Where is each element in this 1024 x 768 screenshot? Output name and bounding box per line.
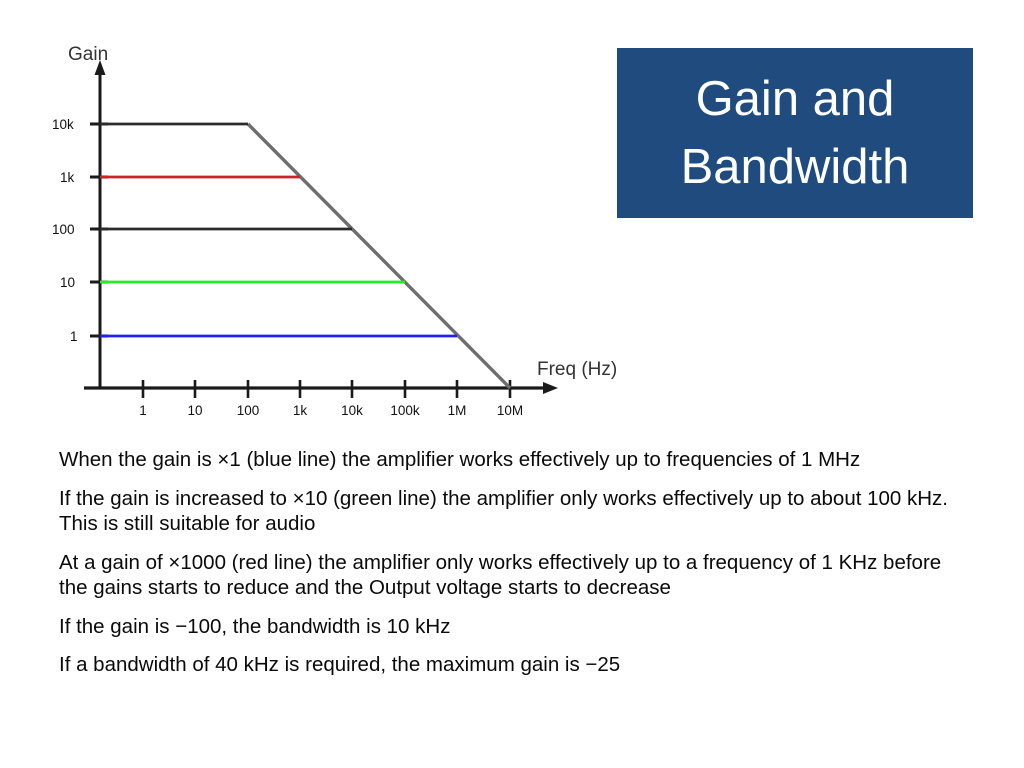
y-tick-label-10k: 10k [52, 117, 74, 132]
y-tick-label-10: 10 [60, 275, 75, 290]
body-paragraph-2: If the gain is increased to ×10 (green l… [59, 486, 949, 536]
slide-body-text: When the gain is ×1 (blue line) the ampl… [59, 447, 974, 678]
chart-axes [84, 60, 558, 394]
x-tick-label-100: 100 [237, 403, 260, 418]
y-axis-ticks: 10k 1k 100 10 1 [52, 117, 108, 344]
x-tick-label-10: 10 [187, 403, 202, 418]
body-paragraph-4: If the gain is −100, the bandwidth is 10… [59, 614, 451, 638]
body-paragraph-3: At a gain of ×1000 (red line) the amplif… [59, 550, 942, 600]
y-tick-label-100: 100 [52, 222, 75, 237]
x-tick-label-10k: 10k [341, 403, 363, 418]
slide-title-line-2: Bandwidth [680, 140, 910, 194]
series-rolloff-envelope [246, 122, 512, 390]
gain-bandwidth-chart: Gain Freq (Hz) 10k 1k 100 10 1 [40, 30, 640, 430]
x-tick-label-10M: 10M [497, 403, 523, 418]
y-tick-label-1: 1 [70, 329, 78, 344]
y-axis-label: Gain [68, 44, 108, 65]
x-axis-ticks: 1 10 100 1k 10k 100k 1M 10M [139, 380, 523, 418]
x-axis-label: Freq (Hz) [537, 359, 617, 380]
body-paragraph-1: When the gain is ×1 (blue line) the ampl… [59, 448, 861, 471]
x-tick-label-1: 1 [139, 403, 147, 418]
x-tick-label-1M: 1M [448, 403, 467, 418]
x-tick-label-100k: 100k [390, 403, 420, 418]
slide-title-line-1: Gain and [695, 72, 895, 126]
slide-title-box: Gain and Bandwidth [617, 48, 973, 218]
body-paragraph-5: If a bandwidth of 40 kHz is required, th… [59, 653, 621, 676]
x-tick-label-1k: 1k [293, 403, 308, 418]
y-tick-label-1k: 1k [60, 170, 75, 185]
